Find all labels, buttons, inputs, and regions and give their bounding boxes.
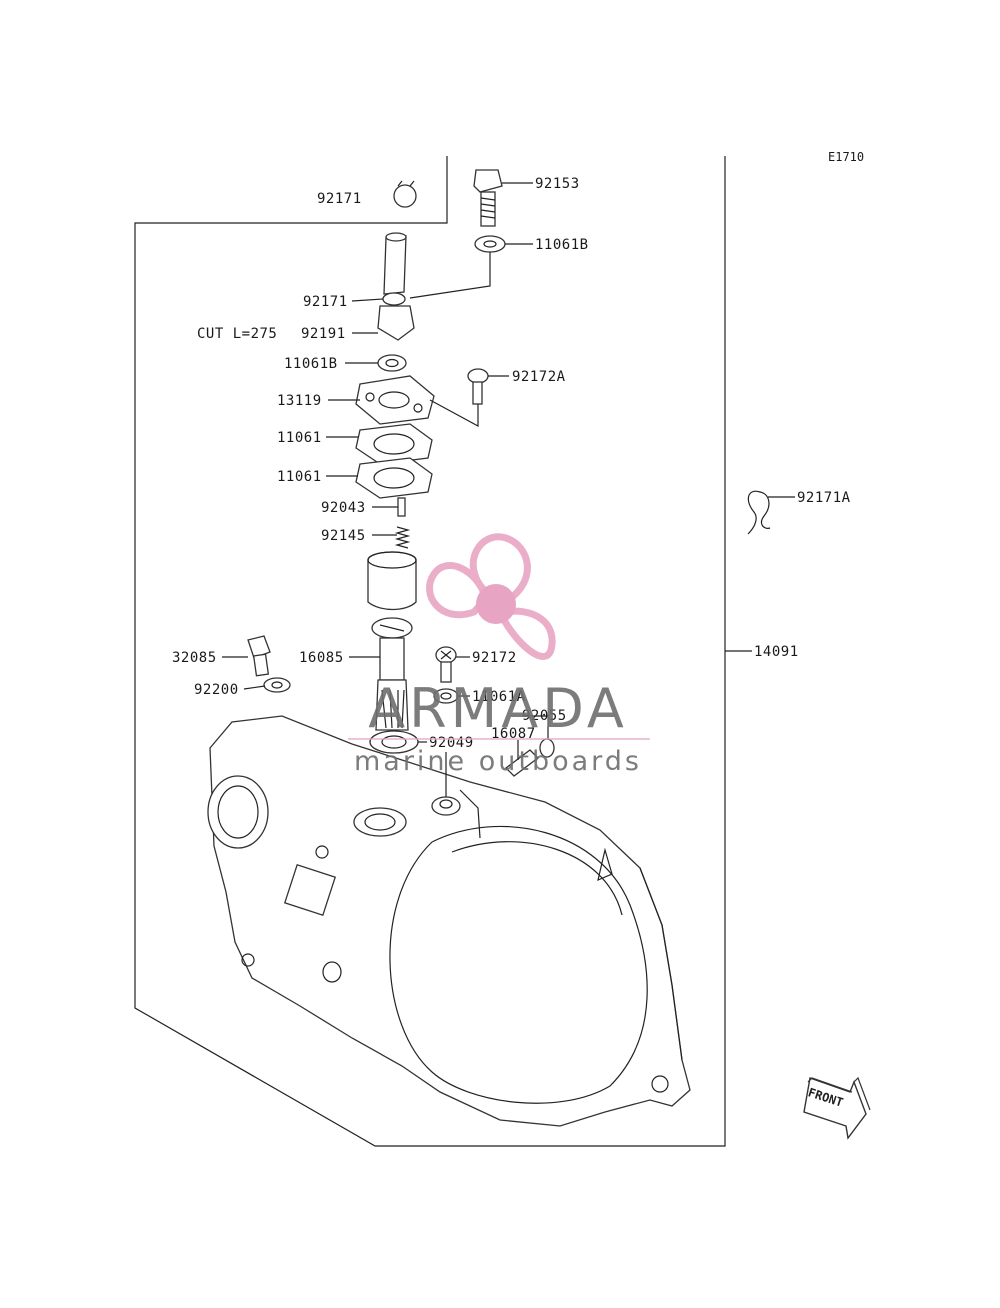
leader-lines — [222, 182, 795, 797]
pump-cover-13119 — [355, 375, 435, 425]
label-92043: 92043 — [321, 500, 366, 516]
oil-hose-92191 — [377, 232, 415, 341]
assembly-frame — [134, 156, 726, 1147]
propeller-logo-icon — [426, 533, 556, 660]
pin-16087 — [505, 749, 539, 777]
bolt-32085 — [247, 635, 271, 677]
gasket-11061-a — [355, 423, 433, 465]
label-13119: 13119 — [277, 393, 322, 409]
label-92145: 92145 — [321, 528, 366, 544]
label-14091: 14091 — [754, 644, 799, 660]
washer-11061B — [377, 354, 407, 372]
label-16087: 16087 — [491, 726, 536, 742]
part-labels: 92171 92153 11061B 92171 CUT L=275 92191… — [172, 176, 851, 751]
screw-92172 — [435, 646, 457, 683]
label-92171A: 92171A — [797, 490, 851, 506]
label-11061B-top: 11061B — [535, 237, 589, 253]
label-11061B: 11061B — [284, 356, 338, 372]
gasket-11061-b — [355, 457, 433, 499]
pump-shaft-16085 — [371, 617, 413, 731]
pin-92043 — [397, 497, 406, 517]
watermark-brand: ARMADA — [368, 677, 628, 740]
label-11061A: 11061A — [472, 689, 526, 705]
front-arrow-icon: FRONT — [803, 1076, 871, 1140]
label-92172: 92172 — [472, 650, 517, 666]
label-92153: 92153 — [535, 176, 580, 192]
bolt-92153 — [473, 169, 503, 227]
clip-92171A — [747, 490, 771, 535]
label-92171: 92171 — [303, 294, 348, 310]
label-92172A: 92172A — [512, 369, 566, 385]
label-92200: 92200 — [194, 682, 239, 698]
clamp-92171 — [382, 292, 406, 306]
clamp-92171-top — [393, 180, 417, 208]
screw-92172A — [467, 368, 489, 405]
washer-11061B-top — [474, 235, 506, 253]
label-92191: 92191 — [301, 326, 346, 342]
plug-92049-boss — [431, 796, 461, 816]
label-92055: 92055 — [522, 708, 567, 724]
spring-92145 — [394, 526, 411, 549]
diagram-code: E1710 — [828, 150, 864, 164]
armada-watermark: ARMADA marine outboards — [348, 533, 650, 777]
label-32085: 32085 — [172, 650, 217, 666]
label-cut-note: CUT L=275 — [197, 326, 277, 342]
label-11061-b: 11061 — [277, 469, 322, 485]
label-11061-a: 11061 — [277, 430, 322, 446]
crankcase-cover — [207, 715, 691, 1127]
label-16085: 16085 — [299, 650, 344, 666]
watermark-tagline: marine outboards — [354, 746, 642, 777]
pump-body — [367, 551, 417, 611]
washer-92200 — [263, 677, 291, 693]
label-92171-top: 92171 — [317, 191, 362, 207]
